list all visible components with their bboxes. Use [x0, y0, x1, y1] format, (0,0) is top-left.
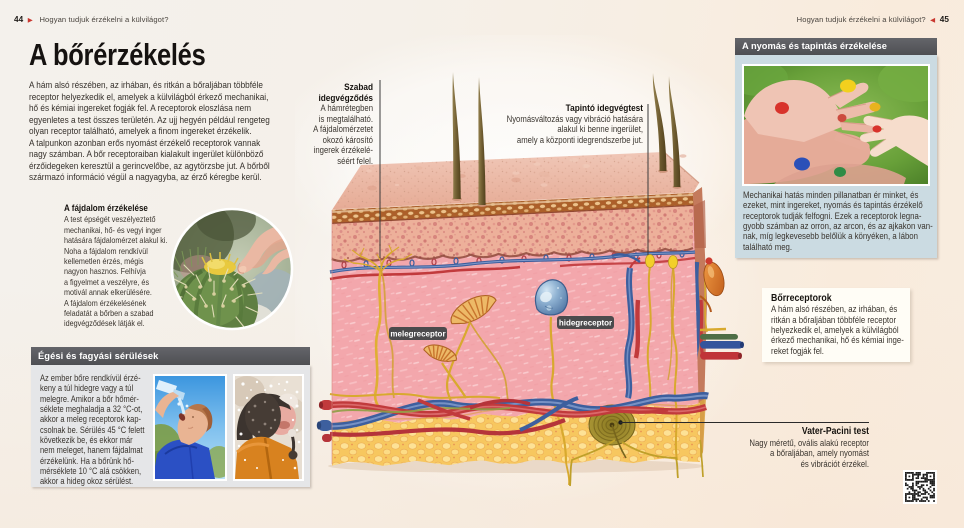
svg-text:melegreceptor: melegreceptor — [390, 330, 445, 339]
svg-text:hidegreceptor: hidegreceptor — [559, 319, 612, 328]
